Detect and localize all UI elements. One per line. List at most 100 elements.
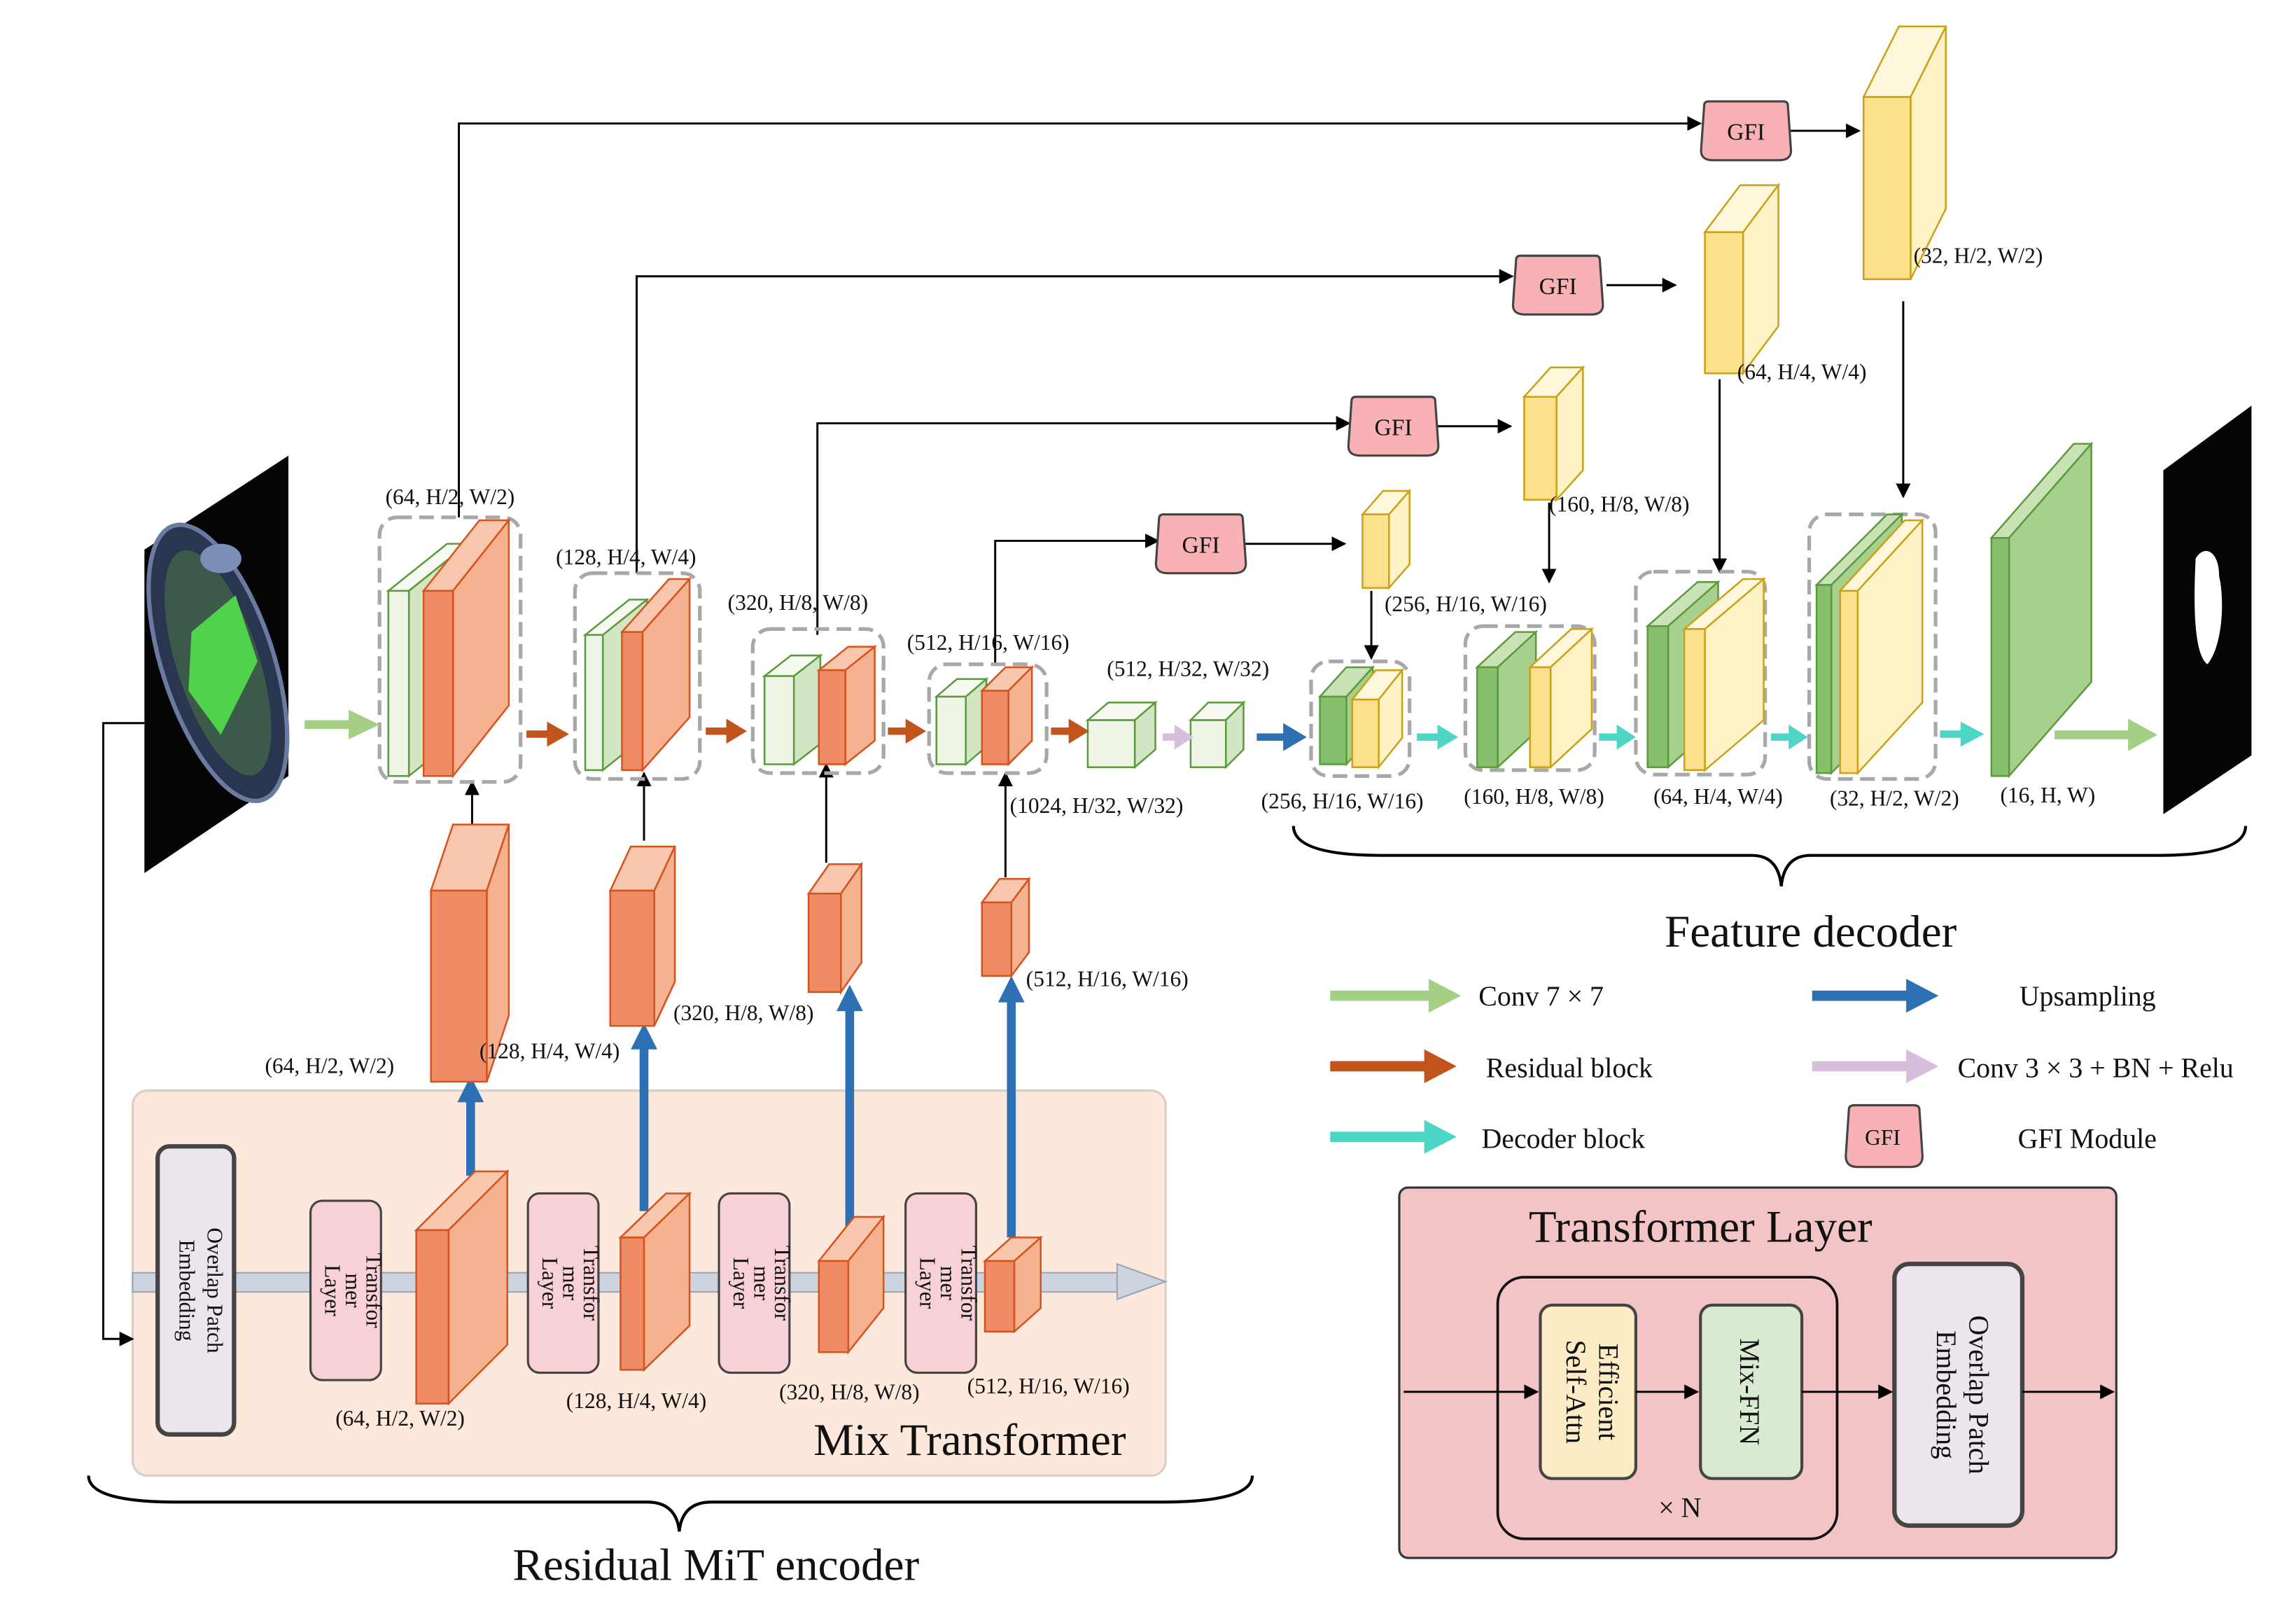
tl-overlap-patch-box [1892, 1262, 2025, 1528]
gfi-4-label: GFI [1182, 532, 1220, 558]
enc-dim-2: (128, H/4, W/4) [556, 545, 696, 569]
mix-dim-2: (128, H/4, W/4) [566, 1388, 706, 1413]
skip-dim-1: (256, H/16, W/16) [1385, 592, 1547, 616]
mix-ffn-label: Mix-FFN [1734, 1338, 1765, 1445]
enc-dim-3: (320, H/8, W/8) [728, 590, 868, 615]
enc5-green [1085, 700, 1158, 769]
upsampling-arrows-vertical [457, 975, 1025, 1238]
dec4-yellow [1837, 517, 1925, 776]
enc3-orange [816, 644, 878, 767]
flow-arrows [304, 709, 2158, 751]
tr-text-tr_line2: mer [936, 1266, 960, 1300]
enc4-orange [979, 664, 1035, 767]
skip-dim-3: (64, H/4, W/4) [1737, 360, 1867, 384]
tl-ope-line1: Overlap Patch [1963, 1316, 1994, 1475]
decoder-brace [1292, 826, 2248, 886]
enc-dim-6: (1024, H/32, W/32) [1010, 793, 1184, 818]
dec-dim-3: (64, H/4, W/4) [1653, 784, 1783, 809]
mix3-orange [817, 1214, 886, 1355]
mid1-orange [429, 823, 510, 1083]
gfi-3-label: GFI [1374, 415, 1412, 440]
tr-text-tr_line2: mer [559, 1266, 583, 1300]
mid3-orange [806, 861, 864, 995]
legend-up: Upsampling [2019, 980, 2156, 1012]
tr-text-tr_line3: Layer [916, 1258, 940, 1309]
encoder-caption: Residual MiT encoder [513, 1540, 920, 1591]
transformer-layer-title: Transformer Layer [1529, 1202, 1872, 1253]
skip4-yellow [1862, 25, 1947, 281]
gfi-4: GFI [1154, 513, 1247, 575]
skip2-yellow [1522, 365, 1586, 502]
legend-decoder: Decoder block [1481, 1122, 1645, 1154]
esa-line1: Efficient [1592, 1343, 1624, 1440]
legend-gfi-glyph: GFI [1865, 1125, 1900, 1150]
tr-text-tr_line2: mer [749, 1266, 774, 1300]
skip-dim-4: (32, H/2, W/2) [1914, 244, 2043, 268]
tr-text-tr_line3: Layer [538, 1258, 562, 1309]
tr-text-tr_line1: Transfor [956, 1246, 981, 1321]
gfi-1-label: GFI [1727, 119, 1765, 145]
enc3-green [762, 653, 823, 767]
gfi-2-label: GFI [1539, 274, 1577, 300]
mid2-orange [608, 845, 677, 1027]
mix-transformer-title: Mix Transformer [813, 1415, 1126, 1465]
tr-text-tr_line2: mer [341, 1274, 365, 1308]
transformer-layer-panel: Transformer Layer Efficient Self-Attn Mi… [1398, 1186, 2118, 1559]
dec-dim-4: (32, H/2, W/2) [1830, 786, 1959, 810]
legend-residual: Residual block [1486, 1052, 1653, 1084]
tl-ope-line2: Embedding [1931, 1330, 1962, 1459]
input-brain-mri-image [144, 455, 290, 873]
esa-line2: Self-Attn [1560, 1340, 1592, 1444]
dec-dim-1: (256, H/16, W/16) [1261, 788, 1424, 813]
encoder-brace [87, 1475, 1254, 1532]
enc4-green [934, 677, 989, 767]
legend-conv3: Conv 3 × 3 + BN + Relu [1958, 1052, 2234, 1084]
dec-dim-out: (16, H, W) [2000, 783, 2095, 807]
mix-dim-3: (320, H/8, W/8) [779, 1379, 919, 1404]
mid-dim-1: (64, H/2, W/2) [265, 1053, 394, 1078]
mix-dim-1: (64, H/2, W/2) [335, 1406, 465, 1430]
legend: Conv 7 × 7 Residual block Decoder block … [1330, 978, 2234, 1169]
legend-gfi-shape [1844, 1103, 1924, 1169]
mix-dim-4: (512, H/16, W/16) [967, 1374, 1130, 1398]
tr-text-tr_line1: Transfor [361, 1253, 386, 1328]
ope-line1: Overlap Patch [203, 1227, 227, 1353]
legend-gfi: GFI Module [2018, 1122, 2157, 1154]
mix1-orange [414, 1169, 510, 1406]
mix2-orange [618, 1191, 692, 1372]
dashed-group-boxes [377, 513, 1938, 784]
ope-line2: Embedding [175, 1239, 200, 1341]
output-segmentation-mask [2163, 405, 2252, 814]
enc-dim-1: (64, H/2, W/2) [386, 485, 515, 509]
tr-text-tr_line1: Transfor [579, 1246, 603, 1321]
dec2-green [1474, 629, 1539, 769]
gfi-2: GFI [1511, 254, 1604, 316]
mid-dim-4: (512, H/16, W/16) [1026, 966, 1189, 991]
gfi-1: GFI [1700, 100, 1793, 162]
tr-text-tr_line1: Transfor [770, 1246, 794, 1321]
enc-dim-4: (512, H/16, W/16) [907, 630, 1070, 655]
overlap-patch-embedding-box: Overlap Patch Embedding [155, 1144, 237, 1437]
repeat-label: × N [1658, 1491, 1701, 1523]
mid4-orange [980, 876, 1031, 979]
skip-arrows [102, 116, 1911, 1346]
mix-flow-arrowhead [1116, 1262, 1168, 1301]
decoder-caption: Feature decoder [1665, 907, 1957, 957]
mid-dim-2: (128, H/4, W/4) [479, 1038, 620, 1063]
dec1-yellow [1350, 667, 1404, 770]
dec-dim-2: (160, H/8, W/8) [1464, 784, 1604, 809]
repeat-block-box [1496, 1276, 1839, 1540]
enc1-orange [421, 517, 511, 779]
enc2-orange [620, 576, 692, 773]
dimension-labels: (64, H/2, W/2) (128, H/4, W/4) (320, H/8… [265, 244, 2095, 1430]
skip1-yellow [1360, 488, 1412, 590]
dec3-yellow [1681, 577, 1766, 772]
mix4-orange [982, 1235, 1044, 1334]
dec-out-green [1989, 441, 2094, 779]
legend-conv7: Conv 7 × 7 [1478, 980, 1604, 1012]
